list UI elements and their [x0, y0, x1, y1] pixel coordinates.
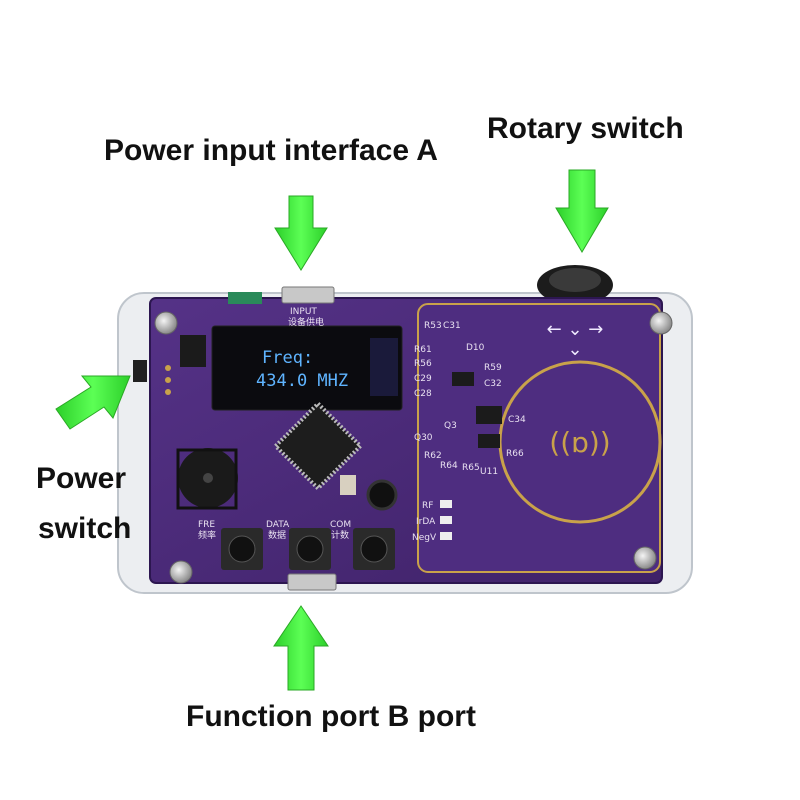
buzzer: [176, 448, 238, 510]
oled-freq-label: Freq:: [262, 348, 313, 368]
silk-ref-r56: R56: [414, 359, 432, 369]
fre-button: [221, 528, 263, 570]
arrow-down-power-input: [274, 195, 328, 271]
nfc-symbol: ((ɒ)): [549, 426, 610, 459]
arrow-power-switch: [55, 375, 131, 430]
power-switch-lever: [133, 360, 147, 382]
silk-com-label: COM: [330, 520, 351, 530]
silk-ref-r64: R64: [440, 461, 458, 471]
silk-ref-c28: C28: [414, 389, 432, 399]
arrow-down-rotary-switch: [555, 169, 609, 253]
screw-bottom-right: [633, 546, 657, 570]
silk-ref-r61: R61: [414, 345, 432, 355]
silk-ref-c31: C31: [443, 321, 461, 331]
callout-function-port-b: Function port B port: [186, 700, 476, 733]
silk-ref-c34: C34: [508, 415, 526, 425]
silk-rf-label: RF: [422, 501, 433, 511]
callout-power-switch-line1: Power: [36, 462, 127, 495]
silk-ref-r65: R65: [462, 463, 480, 473]
irda-led: [440, 516, 452, 524]
silk-ref-q3: Q3: [444, 421, 457, 431]
rotary-press-arrow: ⌄: [567, 339, 582, 360]
silk-ref-r62: R62: [424, 451, 442, 461]
silk-ref-q30: Q30: [414, 433, 433, 443]
function-port-connector: [287, 573, 337, 591]
arrow-up-function-port: [273, 605, 329, 691]
negv-led: [440, 532, 452, 540]
callout-rotary-switch: Rotary switch: [487, 112, 684, 145]
ic-chip: [478, 434, 500, 448]
rotary-direction-arrows: ← ⌄ →: [547, 319, 604, 340]
silk-input-label: INPUT: [290, 307, 317, 317]
silk-irda-label: IrDA: [416, 517, 436, 527]
ic-chip: [452, 372, 474, 386]
oled-freq-value: 434.0 MHZ: [256, 371, 348, 391]
silk-ref-c29: C29: [414, 374, 432, 384]
via-dot: [165, 365, 171, 371]
oled-display: Freq: 434.0 MHZ: [211, 325, 403, 411]
silk-data-label: DATA: [266, 520, 290, 530]
screw-bottom-left: [169, 560, 193, 584]
nfc-module: ((ɒ)) ← ⌄ → ⌄ R53 C31 R61 R56 D10 R59 C3…: [412, 303, 662, 573]
silk-ref-c32: C32: [484, 379, 502, 389]
transistor-component: [180, 335, 206, 367]
via-dot: [165, 377, 171, 383]
silk-ref-r66: R66: [506, 449, 524, 459]
ir-receiver: [366, 479, 398, 511]
silk-fre-label: FRE: [198, 520, 215, 530]
via-dot: [165, 389, 171, 395]
callout-power-switch-line2: switch: [38, 512, 132, 545]
silk-com-cn-label: 计数: [331, 529, 349, 541]
silk-data-cn-label: 数据: [268, 529, 286, 541]
data-button: [289, 528, 331, 570]
silk-ref-r59: R59: [484, 363, 502, 373]
green-connector: [228, 292, 262, 304]
com-button: [353, 528, 395, 570]
rotary-switch-knob: [537, 265, 613, 305]
silk-ref-r53: R53: [424, 321, 442, 331]
callout-power-input-interface-a: Power input interface A: [104, 134, 438, 167]
screw-top-right: [649, 311, 673, 335]
silk-negv-label: NegV: [412, 533, 437, 543]
microcontroller-chip: [272, 400, 364, 492]
crystal: [340, 475, 356, 495]
power-input-connector: [281, 286, 335, 304]
silk-input-cn-label: 设备供电: [288, 316, 324, 328]
screw-top-left: [154, 311, 178, 335]
silk-fre-cn-label: 频率: [198, 529, 216, 541]
ic-chip: [476, 406, 502, 424]
silk-ref-d10: D10: [466, 343, 485, 353]
silk-ref-u11: U11: [480, 467, 498, 477]
rf-led: [440, 500, 452, 508]
